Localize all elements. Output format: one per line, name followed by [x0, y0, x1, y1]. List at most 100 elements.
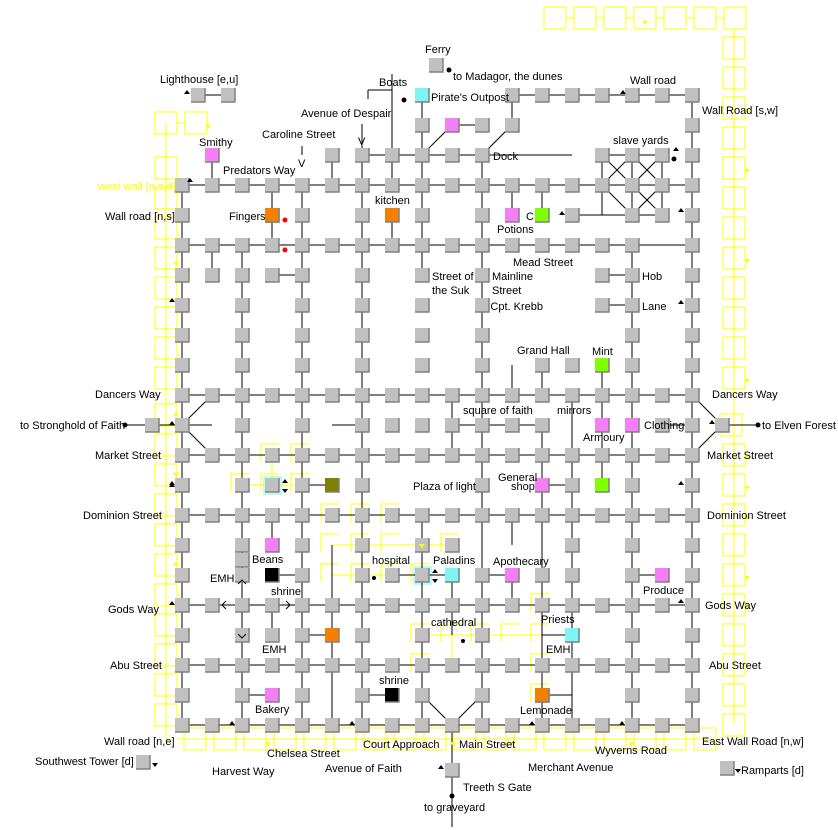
room[interactable] [415, 208, 430, 223]
room[interactable] [175, 358, 190, 373]
room[interactable] [475, 208, 490, 223]
room[interactable] [325, 178, 340, 193]
room[interactable] [355, 598, 370, 613]
room[interactable] [415, 658, 430, 673]
room[interactable] [535, 238, 550, 253]
room[interactable] [595, 88, 610, 103]
room[interactable] [385, 388, 400, 403]
room[interactable] [205, 268, 220, 283]
room[interactable] [595, 508, 610, 523]
room[interactable] [145, 418, 160, 433]
room[interactable] [475, 688, 490, 703]
room[interactable] [505, 238, 520, 253]
fingers-room[interactable] [265, 208, 280, 223]
room[interactable] [685, 718, 700, 733]
room[interactable] [235, 358, 250, 373]
room[interactable] [235, 298, 250, 313]
room[interactable] [295, 508, 310, 523]
room[interactable] [205, 718, 220, 733]
room[interactable] [355, 208, 370, 223]
room[interactable] [505, 598, 520, 613]
room[interactable] [685, 358, 700, 373]
room[interactable] [175, 298, 190, 313]
room[interactable] [565, 448, 580, 463]
room[interactable] [625, 238, 640, 253]
room[interactable] [655, 508, 670, 523]
room[interactable] [265, 478, 280, 493]
room[interactable] [565, 208, 580, 223]
room[interactable] [625, 268, 640, 283]
room[interactable] [385, 148, 400, 163]
room[interactable] [235, 328, 250, 343]
room[interactable] [235, 658, 250, 673]
room[interactable] [505, 88, 520, 103]
room[interactable] [205, 238, 220, 253]
room[interactable] [295, 388, 310, 403]
room[interactable] [475, 328, 490, 343]
room[interactable] [685, 658, 700, 673]
room[interactable] [655, 658, 670, 673]
room[interactable] [445, 388, 460, 403]
room[interactable] [295, 298, 310, 313]
room[interactable] [625, 208, 640, 223]
room[interactable] [175, 568, 190, 583]
c-room[interactable] [535, 208, 550, 223]
room[interactable] [355, 448, 370, 463]
room[interactable] [325, 448, 340, 463]
general-shop-room[interactable] [535, 478, 550, 493]
room[interactable] [625, 298, 640, 313]
room[interactable] [445, 448, 460, 463]
room[interactable] [175, 538, 190, 553]
room[interactable] [595, 448, 610, 463]
room[interactable] [685, 238, 700, 253]
room[interactable] [445, 178, 460, 193]
room[interactable] [235, 718, 250, 733]
paladins-room[interactable] [445, 568, 460, 583]
smithy-room[interactable] [205, 148, 220, 163]
room[interactable] [685, 178, 700, 193]
room[interactable] [385, 598, 400, 613]
room[interactable] [205, 448, 220, 463]
room[interactable] [235, 178, 250, 193]
room[interactable] [295, 208, 310, 223]
room[interactable] [505, 118, 520, 133]
room[interactable] [325, 388, 340, 403]
room[interactable] [415, 298, 430, 313]
room[interactable] [475, 388, 490, 403]
room[interactable] [595, 298, 610, 313]
label-to-graveyard[interactable]: to graveyard [424, 802, 485, 814]
room[interactable] [655, 178, 670, 193]
room[interactable] [475, 598, 490, 613]
room[interactable] [385, 448, 400, 463]
room[interactable] [505, 658, 520, 673]
room[interactable] [265, 718, 280, 733]
room[interactable] [355, 358, 370, 373]
room[interactable] [295, 688, 310, 703]
room[interactable] [625, 628, 640, 643]
room[interactable] [475, 448, 490, 463]
room[interactable] [535, 448, 550, 463]
room[interactable] [295, 178, 310, 193]
room[interactable] [415, 388, 430, 403]
room[interactable] [175, 628, 190, 643]
room[interactable] [355, 388, 370, 403]
room[interactable] [685, 88, 700, 103]
room[interactable] [325, 598, 340, 613]
room[interactable] [235, 598, 250, 613]
room[interactable] [475, 148, 490, 163]
room[interactable] [355, 658, 370, 673]
room[interactable] [625, 388, 640, 403]
mint-room[interactable] [595, 358, 610, 373]
room[interactable] [385, 178, 400, 193]
shop-room[interactable] [445, 118, 460, 133]
room[interactable] [175, 238, 190, 253]
room[interactable] [415, 328, 430, 343]
room[interactable] [355, 478, 370, 493]
room[interactable] [295, 328, 310, 343]
room[interactable] [415, 148, 430, 163]
room[interactable] [655, 88, 670, 103]
room[interactable] [475, 298, 490, 313]
room[interactable] [595, 178, 610, 193]
room[interactable] [175, 268, 190, 283]
room[interactable] [625, 148, 640, 163]
